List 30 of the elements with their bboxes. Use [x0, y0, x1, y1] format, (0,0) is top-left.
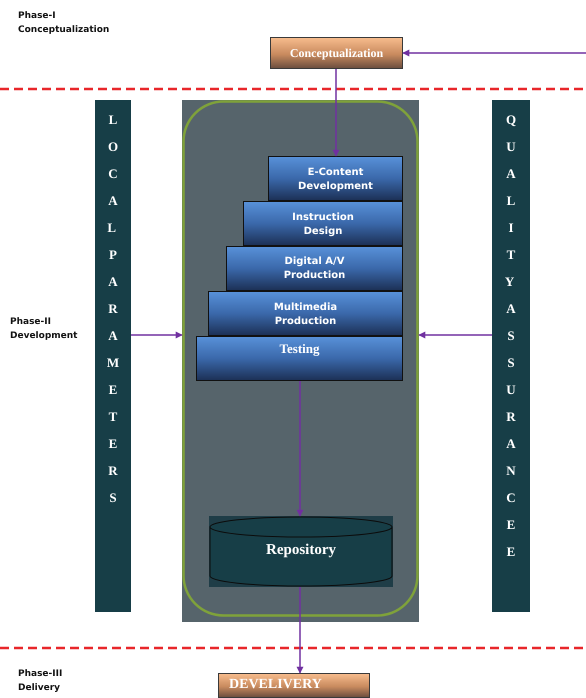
arrow — [296, 587, 304, 674]
node-label: Testing — [280, 341, 320, 357]
step-box — [196, 336, 403, 381]
node-label: Instruction Design — [291, 211, 355, 239]
node-label: Multimedia Production — [272, 301, 338, 329]
node-label: Digital A/V Production — [282, 255, 346, 283]
node-label: Conceptualization — [290, 46, 384, 61]
development-panel — [182, 100, 419, 622]
node-label: DEVELIVERY — [229, 677, 322, 693]
phase-label: Phase-III Delivery — [18, 668, 64, 695]
vertical-banner — [492, 100, 530, 612]
step-box — [243, 201, 403, 246]
node-label: E-Content Development — [297, 166, 374, 194]
process-box — [218, 673, 370, 698]
vertical-banner — [95, 100, 131, 612]
arrow — [296, 381, 304, 517]
phase-label: Phase-I Conceptualization — [18, 10, 110, 37]
step-box — [226, 246, 403, 291]
arrow — [402, 50, 586, 56]
step-box — [208, 291, 403, 336]
step-box — [268, 156, 403, 201]
arrow — [131, 332, 183, 338]
arrow — [332, 69, 340, 157]
process-box — [270, 37, 403, 69]
vertical-label: LOCAL PARAMETERS — [106, 111, 120, 507]
vertical-label: QUALITY ASSURANCEE — [504, 111, 518, 561]
node-label: Repository — [266, 542, 336, 559]
repository-cylinder — [209, 516, 393, 587]
arrow — [418, 332, 492, 338]
phase-label: Phase-II Development — [10, 316, 78, 343]
